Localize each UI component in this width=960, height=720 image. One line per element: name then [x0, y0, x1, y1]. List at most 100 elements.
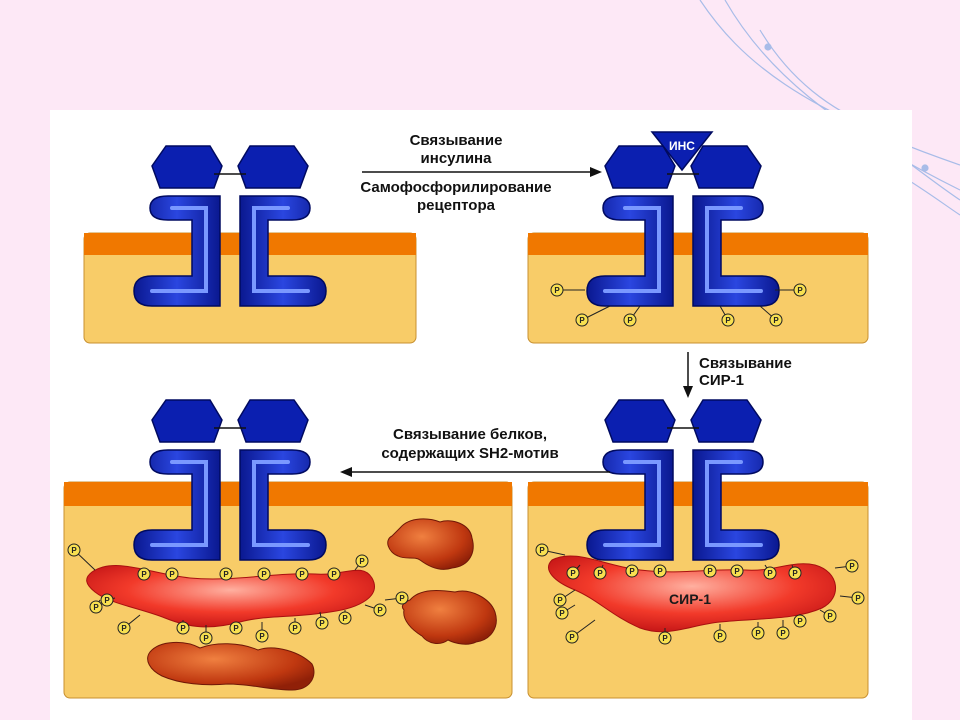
phosphate-label: P	[557, 596, 563, 605]
phosphate-group: P	[834, 559, 859, 573]
insulin-tag: ИНС	[669, 139, 695, 153]
receptor-alpha-left	[604, 399, 676, 443]
label-autophos-1: Самофосфорилирование	[360, 179, 551, 196]
insulin-receptor	[133, 399, 327, 561]
phosphate-group: P	[555, 604, 576, 620]
phosphate-group: P	[67, 543, 96, 571]
phosphate-group: P	[257, 567, 271, 581]
phosphate-circle	[553, 593, 567, 607]
phosphate-label: P	[657, 567, 663, 576]
phosphate-group: P	[315, 611, 329, 630]
step-label-irs-binding: Связывание СИР-1	[699, 355, 792, 389]
phosphate-circle	[793, 614, 807, 628]
phosphate-circle	[788, 566, 802, 580]
phosphate-circle	[823, 609, 837, 623]
phosphate-label: P	[331, 570, 337, 579]
phosphate-group: P	[593, 564, 607, 580]
phosphate-group: P	[839, 591, 865, 605]
phosphate-group: P	[775, 283, 807, 297]
phosphate-label: P	[104, 596, 110, 605]
receptor-highlight	[603, 460, 661, 547]
receptors	[133, 145, 780, 561]
phosphate-group: P	[100, 593, 116, 607]
phosphate-group: P	[730, 564, 744, 578]
phosphate-label: P	[707, 567, 713, 576]
receptor-alpha-right	[237, 399, 309, 443]
phosphate-label: P	[627, 316, 633, 325]
phosphate-label: P	[359, 557, 365, 566]
phosphate-circle	[219, 567, 233, 581]
phosphate-group: P	[653, 564, 667, 578]
phosphate-group: P	[776, 620, 790, 640]
phosphate-circle	[851, 591, 865, 605]
phosphate-label: P	[169, 570, 175, 579]
phosphate-group: P	[295, 567, 309, 581]
irs1-protein-bound	[86, 565, 375, 628]
phosphate-label: P	[755, 629, 761, 638]
sh2-protein-top	[387, 518, 474, 570]
label-irs-binding-2: СИР-1	[699, 372, 744, 389]
step-label-insulin-binding: Связывание инсулина	[410, 132, 503, 167]
phosphate-label: P	[827, 612, 833, 621]
phosphate-group: P	[199, 625, 213, 645]
phosphate-label: P	[539, 546, 545, 555]
phosphate-circle	[176, 621, 190, 635]
phosphate-circle	[703, 564, 717, 578]
phosphate-label: P	[629, 567, 635, 576]
phosphate-label: P	[849, 562, 855, 571]
phosphate-circle	[137, 567, 151, 581]
phosphate-circle	[713, 629, 727, 643]
phosphate-circle	[793, 283, 807, 297]
label-irs-binding-1: Связывание	[699, 355, 792, 372]
receptor-beta-left	[133, 195, 221, 307]
phosphate-label: P	[261, 570, 267, 579]
arrow-insulin-binding	[362, 167, 602, 177]
sh2-protein-right	[401, 589, 497, 645]
arrow-sh2-binding	[340, 467, 610, 477]
phosphate-label: P	[797, 617, 803, 626]
phosphate-label: P	[259, 632, 265, 641]
phosphate-label: P	[203, 634, 209, 643]
phosphate-group: P	[565, 619, 596, 644]
receptor-highlight	[705, 460, 763, 547]
insulin-receptor	[133, 145, 327, 307]
receptor-beta-right	[692, 449, 780, 561]
phosphate-circle	[373, 603, 387, 617]
phosphate-group: P	[89, 599, 103, 614]
phosphate-label: P	[597, 569, 603, 578]
phosphate-group: P	[288, 618, 302, 635]
receptor-alpha-right	[237, 145, 309, 189]
phosphate-circle	[776, 626, 790, 640]
phosphate-group: P	[658, 628, 672, 645]
receptor-highlight	[705, 206, 763, 293]
label-autophos-2: рецептора	[417, 197, 496, 214]
phosphate-circle	[575, 313, 589, 327]
phosphate-circle	[315, 616, 329, 630]
phosphate-group: P	[751, 622, 765, 640]
receptor-highlight	[150, 460, 208, 547]
phosphate-circle	[89, 600, 103, 614]
receptor-beta-left	[133, 449, 221, 561]
phosphate-group: P	[623, 305, 641, 327]
phosphate-label: P	[299, 570, 305, 579]
phosphate-group: P	[327, 567, 341, 581]
irs1-protein: СИР-1	[548, 555, 837, 633]
phosphate-circle	[295, 567, 309, 581]
phosphate-group: P	[566, 564, 581, 580]
phosphate-circle	[566, 566, 580, 580]
phosphate-label: P	[121, 624, 127, 633]
receptor-beta-left	[586, 449, 674, 561]
phosphate-label: P	[71, 546, 77, 555]
phosphate-group: P	[137, 567, 151, 581]
phosphate-group: P	[117, 614, 141, 635]
label-insulin-binding-2: инсулина	[421, 150, 493, 167]
phosphate-label: P	[319, 619, 325, 628]
phosphate-circle	[550, 283, 564, 297]
phosphate-group: P	[384, 591, 409, 605]
phosphate-circle	[625, 564, 639, 578]
phosphate-group: P	[176, 620, 190, 635]
receptor-highlight	[150, 206, 208, 293]
phosphate-group: P	[364, 603, 387, 617]
phosphate-group: P	[354, 554, 369, 571]
